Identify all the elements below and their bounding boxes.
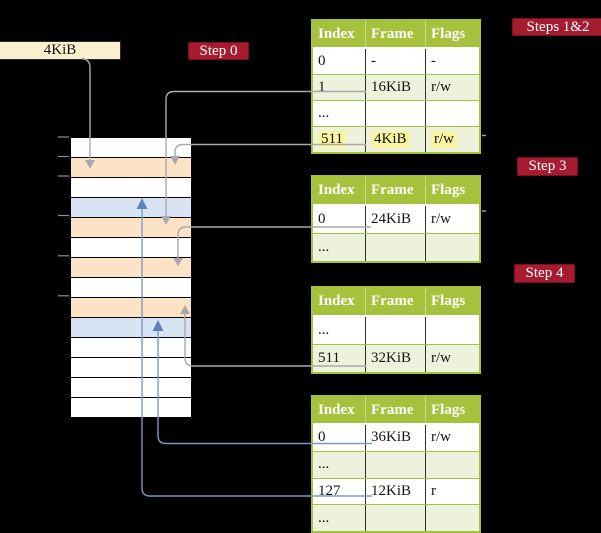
page-table-row: ...	[313, 233, 479, 261]
table-cell: 511	[313, 127, 366, 152]
memory-frame-row-peach	[71, 298, 191, 318]
memory-stack	[70, 137, 192, 418]
table-cell: r/w	[431, 211, 451, 227]
memory-frame-row-peach	[71, 158, 191, 178]
steps-1-2-text: Steps 1&2	[526, 18, 590, 35]
memory-frame-row-white	[71, 358, 191, 378]
table-cell	[426, 505, 479, 531]
table-cell: -	[431, 53, 436, 69]
page-table-row: ...	[313, 100, 479, 126]
memory-frame-row-white	[71, 178, 191, 198]
table-cell	[426, 234, 479, 261]
page-table-row: ...	[313, 450, 479, 478]
table-cell: 12KiB	[366, 478, 426, 505]
table-header-cell: Frame	[366, 288, 426, 315]
memory-frame-row-white	[71, 238, 191, 258]
memory-frame-row-peach	[71, 218, 191, 238]
table-cell: ...	[313, 317, 366, 344]
step-4-label: Step 4	[514, 264, 575, 283]
table-cell: r/w	[426, 127, 479, 152]
table-cell: ...	[313, 505, 366, 531]
memory-frame-row-white	[71, 378, 191, 398]
page-table-row: ...	[313, 504, 479, 531]
memory-frame-row-white	[71, 138, 191, 158]
memory-frame-row-blue	[71, 318, 191, 338]
table-cell	[426, 452, 479, 478]
table-cell: 0	[313, 425, 366, 451]
table-cell: 36KiB	[366, 425, 426, 451]
memory-frame-row-white	[71, 398, 191, 417]
table-cell: 32KiB	[366, 345, 426, 372]
memory-frame-row-white	[71, 338, 191, 358]
table-header-cell: Frame	[366, 397, 426, 423]
table-header-cell: Frame	[366, 177, 426, 204]
stack-tick-marks	[58, 136, 69, 297]
highlighted-value: 511	[318, 131, 346, 148]
table-cell: 16KiB	[366, 75, 426, 100]
step-0-text: Step 0	[199, 42, 238, 59]
table-cell: r/w	[431, 350, 451, 366]
table-cell: ...	[313, 451, 366, 478]
step-3-label: Step 3	[517, 157, 578, 176]
page-table-row: 511 4KiB r/w	[313, 126, 479, 152]
table-header-cell: Flags	[431, 401, 466, 418]
table-cell: 24KiB	[366, 206, 426, 233]
table-cell: ...	[313, 234, 366, 261]
highlighted-value: 4KiB	[371, 131, 410, 148]
table-header-cell: Frame	[366, 21, 426, 47]
table-header-cell: Index	[313, 397, 366, 423]
table-header-cell: Flags	[431, 182, 466, 198]
frame-size-box: 4KiB	[0, 41, 121, 60]
steps-1-2-label: Steps 1&2	[512, 18, 601, 36]
table-cell: 127	[313, 478, 366, 505]
table-cell	[366, 317, 426, 344]
table-cell: r/w	[431, 79, 451, 95]
highlighted-value: r/w	[431, 131, 457, 148]
table-cell: r/w	[431, 429, 451, 446]
table-cell: 1	[313, 75, 366, 100]
page-table-row: ...	[313, 317, 479, 344]
table-cell	[426, 317, 479, 344]
table-cell	[366, 101, 426, 126]
frame-size-label: 4KiB	[43, 42, 77, 58]
table-cell: r	[431, 482, 436, 499]
table-header-cell: Index	[313, 288, 366, 315]
table-cell: 0	[313, 49, 366, 74]
page-table-row: 0--	[313, 49, 479, 74]
table-cell	[366, 505, 426, 531]
table-cell	[366, 234, 426, 261]
table-header-cell: Flags	[431, 25, 466, 42]
table-header-cell: Index	[313, 177, 366, 204]
table-cell: 511	[313, 345, 366, 372]
table-cell	[426, 101, 479, 126]
memory-frame-row-blue	[71, 198, 191, 218]
step-0-label: Step 0	[188, 42, 249, 60]
memory-frame-row-white	[71, 278, 191, 298]
table-header-cell: Index	[313, 21, 366, 47]
step-4-text: Step 4	[525, 265, 564, 281]
memory-frame-row-peach	[71, 258, 191, 278]
table-cell: ...	[313, 101, 366, 126]
table-cell: 4KiB	[366, 127, 426, 152]
table-cell: -	[366, 49, 426, 74]
table-header-cell: Flags	[431, 293, 466, 309]
table-cell: 0	[313, 206, 366, 233]
table-cell	[366, 451, 426, 478]
step-3-text: Step 3	[528, 158, 567, 174]
